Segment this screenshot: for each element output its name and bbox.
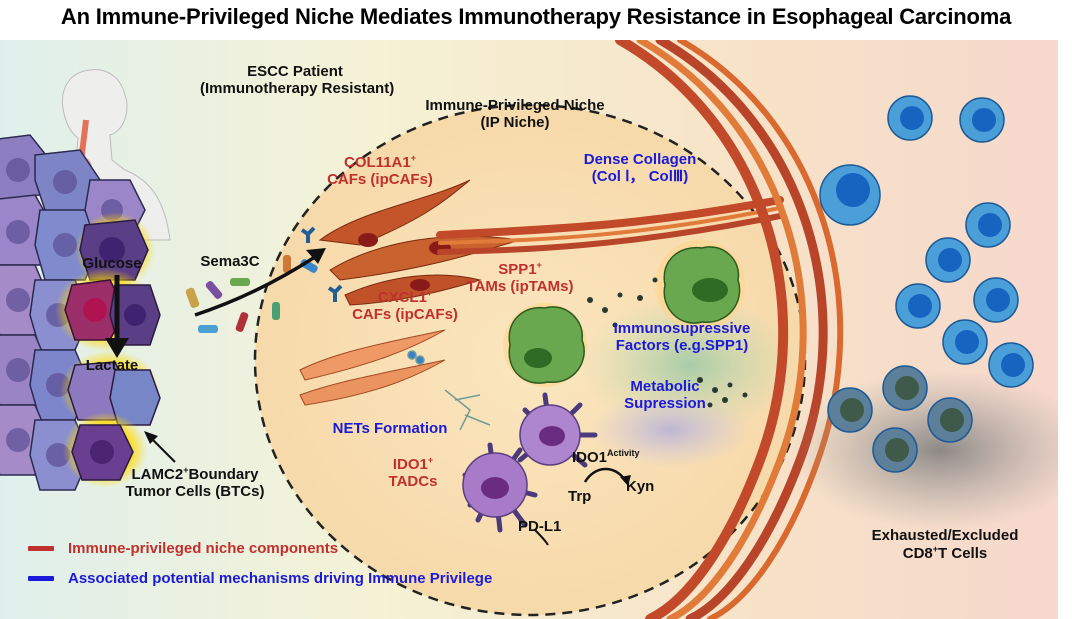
lactate-label: Lactate (85, 357, 139, 374)
patient-label-line2: (Immunotherapy Resistant) (200, 80, 395, 98)
btc-line1-rest: Boundary (188, 466, 259, 483)
ido1-tadcs-label: IDO1+ TADCs (378, 455, 448, 491)
tcells-sup: + (932, 544, 939, 555)
ido1-activity-sup: Activity (607, 448, 640, 458)
secreted-factors (587, 277, 748, 408)
immunosuppressive-line1: Immunosupressive (613, 320, 751, 337)
btc-sup: + (183, 465, 189, 475)
spp1-gene: SPP1 (498, 261, 537, 278)
spp1-tams-label: SPP1+ TAMs (ipTAMs) (450, 260, 590, 296)
diagram-panel: ESCC Patient (Immunotherapy Resistant) I… (0, 40, 1058, 619)
col11a1-gene: COL11A1 (344, 154, 411, 171)
illustration (0, 40, 1058, 619)
ido1-gene: IDO1 (392, 456, 428, 473)
cxcl1-cafs-cells (299, 329, 446, 406)
tcells-line1: Exhausted/Excluded (871, 527, 1019, 544)
nets-fibers (407, 350, 491, 431)
sema3c-label: Sema3C (200, 253, 260, 270)
metabolic-line1: Metabolic (630, 378, 700, 395)
cxcl1-gene: CXCL1 (377, 289, 427, 306)
figure-title: An Immune-Privileged Niche Mediates Immu… (60, 4, 1012, 29)
spp1-tams-line2: TAMs (ipTAMs) (466, 278, 574, 296)
tumor-cell-mass (0, 134, 176, 491)
btc-pointer-arrow (149, 436, 176, 463)
legend-label-mechanisms: Associated potential mechanisms driving … (68, 570, 493, 587)
col11a1-sup: + (410, 153, 416, 163)
metabolic-suppression-label: Metabolic Supression (610, 378, 720, 413)
patient-label: ESCC Patient (Immunotherapy Resistant) (200, 63, 395, 98)
legend-label-niche-components: Immune-privileged niche components (68, 540, 339, 557)
btc-gene: LAMC2 (131, 466, 184, 483)
niche-label: Immune-Privileged Niche (IP Niche) (415, 97, 615, 132)
dense-collagen-line2: (Col Ⅰ， ColⅢ) (591, 168, 689, 186)
legend-swatch-blue (28, 576, 54, 581)
tcells-cd8: CD8 (902, 545, 933, 563)
legend-swatch-red (28, 546, 54, 551)
btc-label: LAMC2+Boundary Tumor Cells (BTCs) (105, 465, 285, 501)
ido1-activity-gene: IDO1 (572, 449, 608, 466)
dense-collagen-line1: Dense Collagen (583, 151, 697, 168)
spp1-sup: + (536, 260, 542, 270)
tcells-label: Exhausted/Excluded CD8+T Cells (860, 527, 1030, 563)
trp-label: Trp (568, 488, 592, 505)
legend-item-mechanisms: Associated potential mechanisms driving … (28, 570, 492, 587)
patient-label-line1: ESCC Patient (247, 63, 343, 80)
immunosuppressive-line2: Factors (e.g.SPP1) (615, 337, 749, 355)
ido1-activity-label: IDO1Activity (572, 448, 640, 466)
collagen-bundle-horizontal (436, 196, 784, 255)
ido1-tadcs-line2: TADCs (388, 473, 438, 491)
btc-line2: Tumor Cells (BTCs) (125, 483, 265, 501)
tcells-line2-post: T Cells (938, 545, 988, 563)
sema3c-arrow (194, 253, 319, 317)
cxcl1-sup: + (426, 288, 433, 298)
receptors (300, 226, 343, 302)
metabolic-line2: Supression (624, 395, 706, 413)
cxcl1-cafs-label: CXCL1+ CAFs (ipCAFs) (340, 288, 470, 324)
immunosuppressive-label: Immunosupressive Factors (e.g.SPP1) (597, 320, 767, 355)
dense-collagen-label: Dense Collagen (Col Ⅰ， ColⅢ) (560, 151, 720, 186)
sema3c-molecules (185, 255, 318, 333)
glucose-label: Glucose (82, 255, 142, 272)
ido1-sup: + (427, 455, 434, 465)
spp1-tams-cells (503, 240, 745, 387)
pdl1-label: PD-L1 (518, 518, 562, 535)
kyn-label: Kyn (626, 478, 655, 495)
col11a1-cafs-cells (318, 179, 521, 306)
legend-item-niche-components: Immune-privileged niche components (28, 540, 338, 557)
niche-label-line1: Immune-Privileged Niche (425, 97, 605, 114)
cxcl1-cafs-line2: CAFs (ipCAFs) (352, 306, 458, 324)
cd8-t-cells (819, 95, 1034, 473)
col11a1-cafs-label: COL11A1+ CAFs (ipCAFs) (315, 153, 445, 189)
col11a1-cafs-line2: CAFs (ipCAFs) (327, 171, 433, 189)
nets-formation-label: NETs Formation (332, 420, 448, 437)
niche-label-line2: (IP Niche) (480, 114, 550, 132)
ido1-tadcs-cells (462, 392, 598, 533)
